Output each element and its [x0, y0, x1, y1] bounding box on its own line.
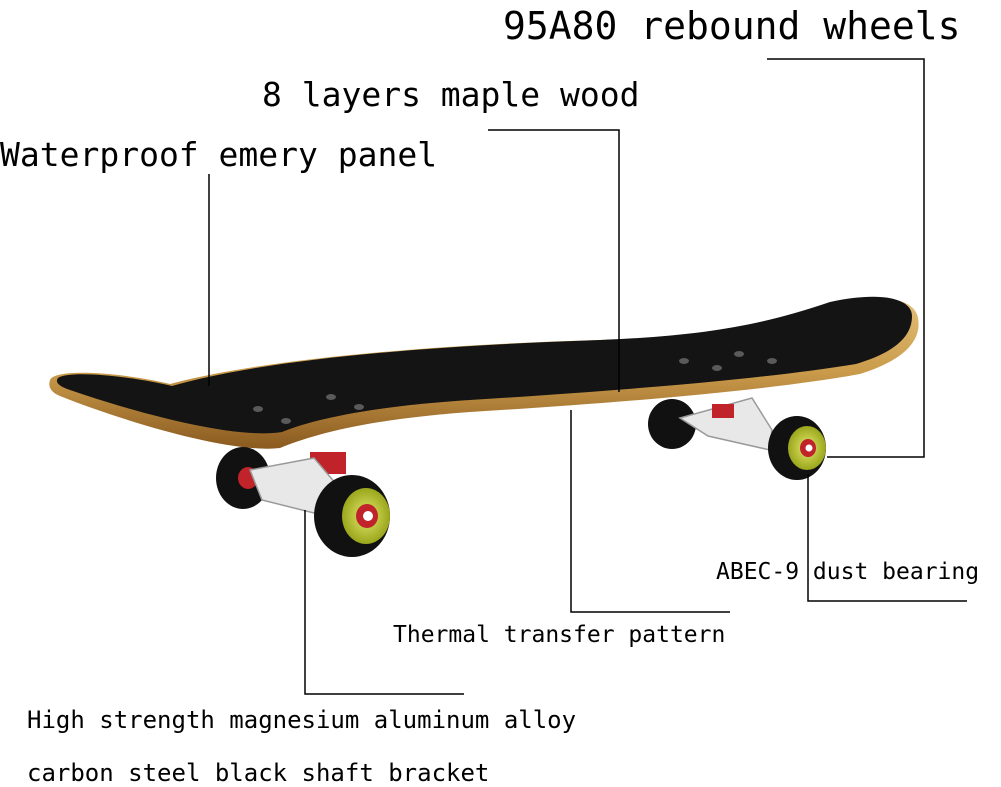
rear-truck-assembly: [648, 397, 826, 480]
deck: [49, 296, 919, 449]
label-maple-wood: 8 layers maple wood: [262, 75, 640, 114]
label-alloy-line2: carbon steel black shaft bracket: [27, 759, 490, 787]
label-alloy-line1: High strength magnesium aluminum alloy: [27, 706, 577, 734]
front-axle-nut: [363, 511, 373, 521]
leader-wheels: [767, 58, 925, 458]
deck-griptape: [56, 296, 912, 434]
rear-bushing: [712, 404, 734, 418]
rear-axle-nut: [805, 444, 813, 452]
label-thermal-pattern: Thermal transfer pattern: [393, 622, 726, 648]
front-truck-assembly: [216, 447, 390, 557]
label-rebound-wheels: 95A80 rebound wheels: [503, 4, 961, 48]
leader-alloy: [304, 510, 464, 695]
leader-maple: [488, 129, 620, 392]
label-dust-bearing: ABEC-9 dust bearing: [716, 559, 980, 585]
deck-bolts: [253, 351, 777, 424]
rear-far-wheel: [648, 399, 696, 449]
leader-lines: [208, 58, 967, 695]
label-emery-panel: Waterproof emery panel: [0, 135, 438, 174]
leader-thermal: [570, 410, 730, 613]
leader-bearing: [807, 474, 967, 602]
